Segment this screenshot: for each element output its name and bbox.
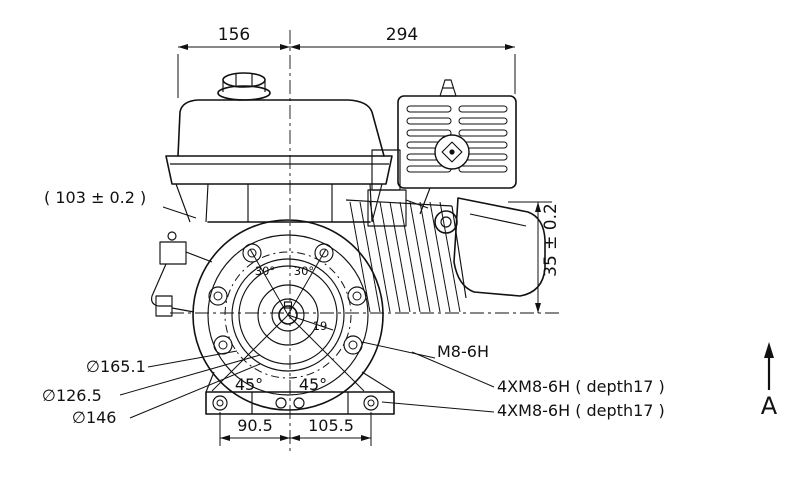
air-cleaner bbox=[397, 79, 517, 189]
view-arrow-icon bbox=[764, 342, 774, 358]
angle-lines bbox=[211, 248, 365, 392]
bottom-dimensions: 90.5 105.5 bbox=[219, 412, 372, 446]
view-indicator: A bbox=[761, 342, 778, 420]
right-dimension: 35 ± 0.2 bbox=[508, 201, 561, 313]
angle-19-label: 19 bbox=[313, 319, 328, 333]
angle-45-right-label: 45° bbox=[299, 375, 327, 394]
cover-bolt-emblem bbox=[434, 134, 470, 170]
angle-labels: 30° 30° 19 45° 45° bbox=[235, 264, 328, 394]
louver-slots bbox=[406, 105, 508, 173]
dim-105-5-label: 105.5 bbox=[308, 416, 354, 435]
thread-labels: M8-6H 4XM8-6H ( depth17 ) 4XM8-6H ( dept… bbox=[361, 341, 665, 420]
angle-30-right-label: 30° bbox=[294, 264, 314, 278]
pto-shaft bbox=[278, 305, 298, 325]
dim-156-label: 156 bbox=[218, 25, 250, 45]
left-fittings bbox=[151, 231, 213, 317]
fuel-tank bbox=[165, 99, 393, 223]
wing-nut bbox=[439, 79, 457, 97]
top-dimensions: 156 294 bbox=[177, 25, 516, 98]
diameter-labels: ∅165.1 ∅126.5 ∅146 bbox=[42, 350, 261, 427]
bolt-circle bbox=[224, 251, 352, 379]
dim-35-label: 35 ± 0.2 bbox=[541, 203, 561, 277]
thread-4xm8-top-label: 4XM8-6H ( depth17 ) bbox=[497, 377, 665, 396]
dia-126-label: ∅126.5 bbox=[42, 386, 102, 405]
dia-146-label: ∅146 bbox=[72, 408, 116, 427]
thread-4xm8-bottom-label: 4XM8-6H ( depth17 ) bbox=[497, 401, 665, 420]
angle-30-left-label: 30° bbox=[255, 264, 275, 278]
angle-45-left-label: 45° bbox=[235, 375, 263, 394]
view-a-label: A bbox=[761, 392, 778, 420]
thread-m8-label: M8-6H bbox=[437, 342, 489, 361]
dim-294-label: 294 bbox=[386, 25, 418, 45]
keyway bbox=[283, 301, 293, 309]
blower-shroud bbox=[205, 183, 373, 223]
bolt-bosses bbox=[208, 243, 367, 355]
cylinder-fins bbox=[345, 199, 467, 313]
crankcase bbox=[192, 219, 384, 411]
note-103-label: ( 103 ± 0.2 ) bbox=[44, 188, 146, 207]
dim-90-5-label: 90.5 bbox=[237, 416, 273, 435]
exhaust-flange bbox=[434, 210, 458, 234]
carburetor bbox=[367, 149, 431, 227]
muffler bbox=[434, 197, 546, 297]
fuel-cap bbox=[217, 72, 271, 101]
dia-165-label: ∅165.1 bbox=[86, 357, 146, 376]
mounting-base bbox=[205, 371, 395, 415]
left-note: ( 103 ± 0.2 ) bbox=[44, 188, 197, 219]
